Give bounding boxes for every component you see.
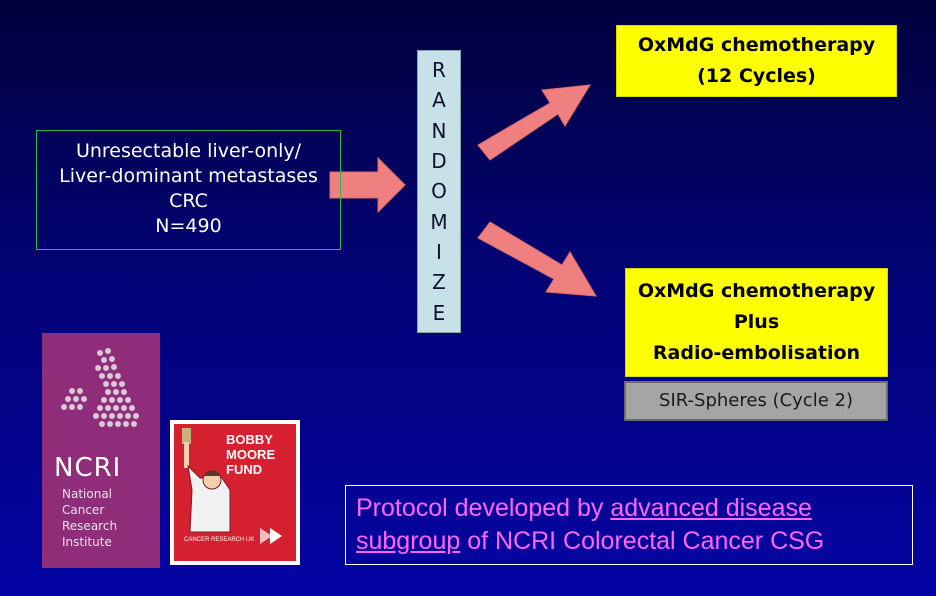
arrow-to-arm1 [477, 84, 591, 161]
bobby-moore-figure-icon [182, 428, 282, 544]
patient-population-box: Unresectable liver-only/ Liver-dominant … [36, 130, 341, 250]
patient-line-3: CRC [169, 190, 208, 212]
patient-line-4: N=490 [155, 215, 222, 237]
ncri-sub-line: Research [62, 519, 118, 533]
patient-line-2: Liver-dominant metastases [59, 165, 318, 187]
protocol-note: Protocol developed by advanced disease s… [345, 485, 913, 565]
protocol-prefix: Protocol developed by [356, 494, 611, 522]
arm2-line-2: Plus [733, 311, 780, 333]
randomize-letter: N [431, 118, 447, 143]
randomize-letter: R [432, 58, 446, 83]
randomize-letter: O [431, 179, 447, 204]
protocol-suffix: of NCRI Colorectal Cancer CSG [460, 527, 825, 555]
bobby-title-line: BOBBY [226, 432, 273, 447]
randomize-letter: M [430, 209, 448, 234]
arm2-line-1: OxMdG chemotherapy [637, 280, 876, 302]
subgroup-link[interactable]: subgroup [356, 527, 461, 555]
arm1-line-2: (12 Cycles) [697, 65, 816, 87]
arrow-to-arm2 [477, 221, 597, 297]
randomize-letter: I [436, 240, 442, 265]
ncri-logo-subtitle: National Cancer Research Institute [62, 486, 117, 550]
bobby-moore-fund-logo: BOBBY MOORE FUND CANCER RESEARCH UK [170, 420, 300, 565]
ncri-logo-name: NCRI [54, 453, 122, 483]
uk-map-dots-icon [61, 348, 139, 427]
randomize-letter: E [432, 300, 446, 325]
ncri-sub-line: National [62, 487, 113, 501]
randomize-letter: D [431, 149, 447, 174]
arm2-chemo-radioembolisation-box: OxMdG chemotherapy Plus Radio-embolisati… [625, 268, 888, 377]
randomize-letter: A [432, 88, 446, 113]
bobby-logo-subtitle: CANCER RESEARCH UK [184, 537, 255, 543]
arm1-chemotherapy-box: OxMdG chemotherapy (12 Cycles) [616, 25, 897, 97]
randomize-letter: Z [432, 270, 446, 295]
patient-line-1: Unresectable liver-only/ [75, 140, 302, 162]
ncri-sub-line: Cancer [62, 503, 105, 517]
bobby-title-line: FUND [226, 462, 263, 477]
arrow-to-randomize [329, 156, 406, 214]
advanced-disease-link[interactable]: advanced disease [610, 494, 812, 522]
arm2-line-3: Radio-embolisation [652, 342, 861, 364]
randomize-box: R A N D O M I Z E [417, 50, 461, 333]
bobby-title-line: MOORE [226, 447, 276, 462]
sir-spheres-box: SIR-Spheres (Cycle 2) [624, 381, 888, 421]
ncri-sub-line: Institute [62, 535, 112, 549]
bobby-logo-title: BOBBY MOORE FUND [226, 432, 275, 477]
arm1-line-1: OxMdG chemotherapy [637, 34, 876, 56]
ncri-logo: NCRI National Cancer Research Institute [42, 333, 160, 568]
